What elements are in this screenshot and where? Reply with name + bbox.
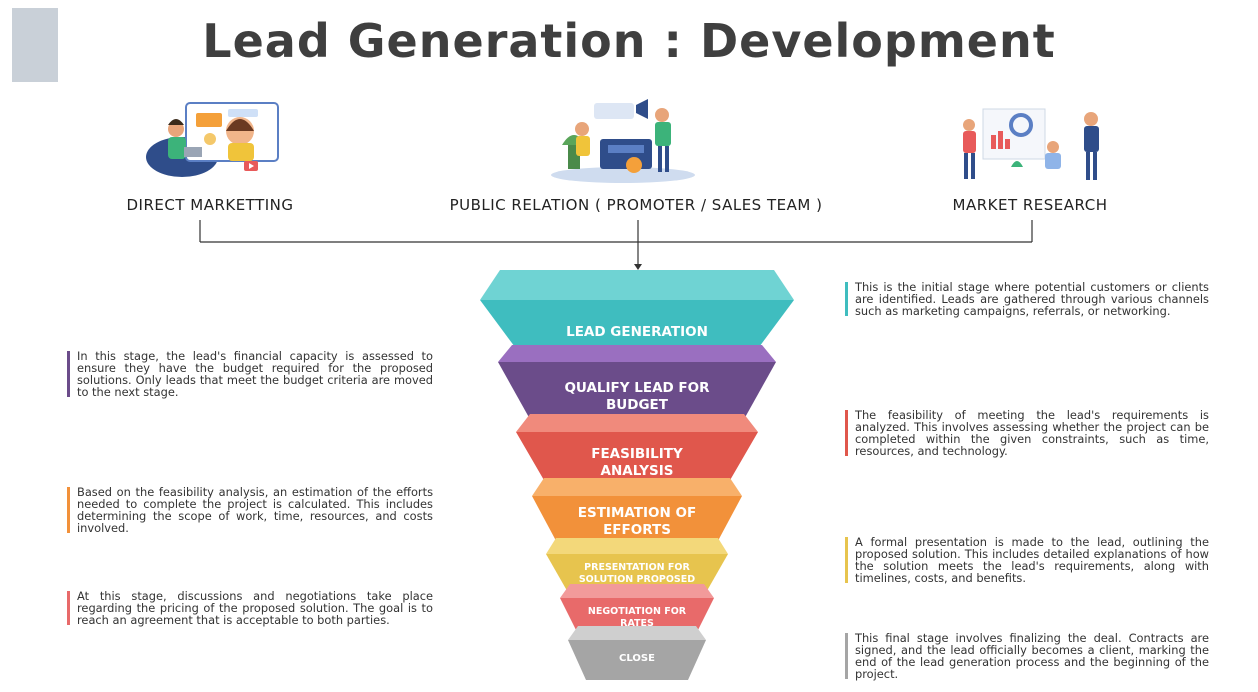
funnel-stage-close [568, 640, 706, 680]
stage-label-lead-generation: LEAD GENERATION [566, 323, 708, 340]
stage-label-negotiation: NEGOTIATION FOR RATES [587, 606, 687, 629]
desc-presentation: A formal presentation is made to the lea… [845, 536, 1209, 584]
funnel-cap-feasibility [516, 414, 758, 432]
desc-lead-generation-text: This is the initial stage where potentia… [855, 280, 1209, 318]
desc-presentation-text: A formal presentation is made to the lea… [855, 535, 1209, 585]
direct-marketing-illustration [146, 102, 279, 177]
stage-label-close: CLOSE [619, 652, 655, 664]
desc-close: This final stage involves finalizing the… [845, 632, 1209, 680]
funnel-cap-negotiation [560, 584, 714, 598]
stage-label-qualify-lead-for-budget: QUALIFY LEAD FOR BUDGET [564, 380, 710, 413]
funnel-cap-close [568, 626, 706, 640]
market-research-illustration [963, 108, 1099, 180]
funnel-cap-presentation [546, 538, 728, 554]
desc-negotiation: At this stage, discussions and negotiati… [67, 590, 433, 626]
channel-label-direct-marketing: DIRECT MARKETTING [126, 196, 294, 214]
corner-accent-block [12, 8, 58, 82]
desc-lead-generation: This is the initial stage where potentia… [845, 281, 1209, 317]
desc-feasibility: The feasibility of meeting the lead's re… [845, 409, 1209, 457]
funnel-cap-qualify [498, 345, 776, 362]
stage-label-estimation-of-efforts: ESTIMATION OF EFFORTS [577, 505, 697, 538]
desc-close-text: This final stage involves finalizing the… [855, 631, 1209, 681]
funnel-stage-qualify [498, 362, 776, 430]
page-title: Lead Generation : Development [202, 14, 1056, 68]
desc-feasibility-text: The feasibility of meeting the lead's re… [855, 408, 1209, 458]
funnel-cap-lead-generation [480, 270, 794, 300]
promoter-sales-team-illustration [551, 99, 695, 183]
channel-label-market-research: MARKET RESEARCH [952, 196, 1108, 214]
desc-qualify-budget: In this stage, the lead's financial capa… [67, 350, 433, 398]
stage-label-presentation: PRESENTATION FOR SOLUTION PROPOSED [578, 562, 696, 585]
channel-label-public-relation: PUBLIC RELATION ( PROMOTER / SALES TEAM … [449, 196, 823, 214]
desc-negotiation-text: At this stage, discussions and negotiati… [77, 589, 433, 627]
desc-estimation: Based on the feasibility analysis, an es… [67, 486, 433, 534]
desc-qualify-budget-text: In this stage, the lead's financial capa… [77, 349, 433, 399]
stage-label-feasibility-analysis: FEASIBILITY ANALYSIS [591, 446, 683, 479]
desc-estimation-text: Based on the feasibility analysis, an es… [77, 485, 433, 535]
funnel-cap-estimation [532, 478, 742, 496]
